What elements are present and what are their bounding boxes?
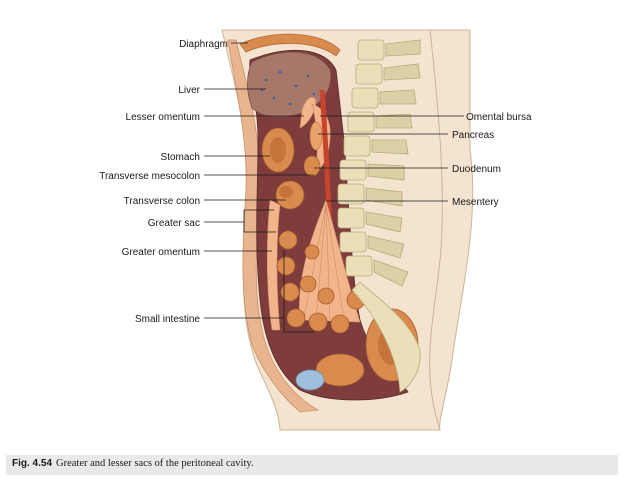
uterus-shape (315, 353, 365, 387)
label-duodenum: Duodenum (452, 164, 501, 175)
back-contour (429, 29, 443, 431)
label-transverse-colon: Transverse colon (124, 196, 200, 207)
label-stomach: Stomach (161, 152, 200, 163)
label-transverse-mesocolon: Transverse mesocolon (99, 171, 200, 182)
greater-omentum-shape (266, 199, 281, 331)
diaphragm-shape (239, 33, 341, 57)
caption-description: Greater and lesser sacs of the peritonea… (56, 458, 254, 469)
label-small-intestine: Small intestine (135, 314, 200, 325)
label-greater-omentum: Greater omentum (122, 247, 200, 258)
duodenum-shape (303, 155, 321, 177)
bladder-shape (295, 369, 325, 391)
label-diaphragm: Diaphragm (179, 39, 228, 50)
mesentery-shape (299, 199, 361, 323)
leader-lines (204, 42, 464, 333)
label-greater-sac: Greater sac (148, 218, 200, 229)
figure-number: Fig. 4.54 (12, 458, 53, 469)
label-omental-bursa: Omental bursa (466, 112, 532, 123)
label-lesser-omentum: Lesser omentum (126, 112, 200, 123)
label-liver: Liver (178, 85, 200, 96)
label-pancreas: Pancreas (452, 130, 494, 141)
spine (337, 39, 421, 393)
small-intestine-loops (276, 230, 366, 334)
label-mesentery: Mesentery (452, 197, 499, 208)
pancreas-shape (309, 121, 323, 151)
